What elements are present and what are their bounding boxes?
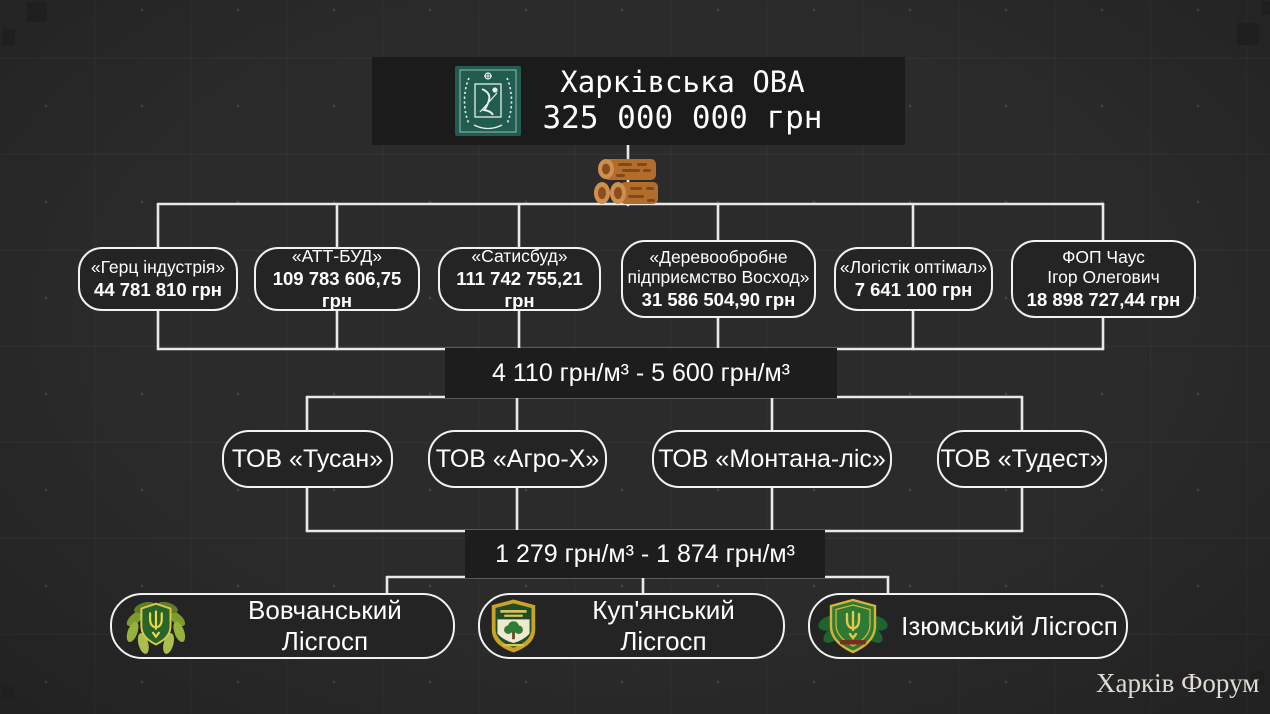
intermediary-name: ТОВ «Монтана-ліс» <box>658 444 886 473</box>
supplier-name: «Логістік оптімал» <box>839 257 988 278</box>
corner-decor-square <box>1261 1 1270 15</box>
supplier-node: «Герц індустрія» 44 781 810 грн <box>78 247 238 311</box>
supplier-node: «Логістік оптімал» 7 641 100 грн <box>834 247 993 311</box>
kharkiv-oblast-coat-of-arms-icon <box>454 66 521 136</box>
supplier-amount: 44 781 810 грн <box>94 278 222 300</box>
wood-logs-icon <box>594 159 658 204</box>
intermediary-node: ТОВ «Тудест» <box>937 430 1107 488</box>
watermark-text: Харків Форум <box>1096 668 1260 698</box>
corner-decor-square <box>1250 671 1264 685</box>
intermediary-name: ТОВ «Тудест» <box>940 444 1104 473</box>
root-org-title: Харківська ОВА <box>560 64 805 99</box>
forestry-name: Вовчанський Лісгосп <box>248 595 402 656</box>
supplier-node: «Деревообробне підприємство Восход» 31 5… <box>621 240 816 318</box>
forestry-name: Ізюмський Лісгосп <box>901 610 1118 641</box>
supplier-amount: 111 742 755,21 грн <box>456 267 583 311</box>
intermediary-node: ТОВ «Агро-Х» <box>428 430 607 488</box>
intermediary-name: ТОВ «Тусан» <box>231 444 384 473</box>
supplier-node: «АТТ-БУД» 109 783 606,75 грн <box>254 246 420 311</box>
intermediary-name: ТОВ «Агро-Х» <box>435 444 600 473</box>
izyumsky-forestry-emblem-icon <box>818 598 888 654</box>
supplier-name: «АТТ-БУД» <box>291 246 383 266</box>
kupyansky-forestry-emblem-icon <box>491 599 536 653</box>
intermediary-node: ТОВ «Тусан» <box>222 430 393 488</box>
supplier-amount: 18 898 727,44 грн <box>1026 289 1181 311</box>
corner-decor-square <box>1 687 14 700</box>
supplier-amount: 109 783 606,75 грн <box>272 267 402 311</box>
supplier-name: «Деревообробне <box>649 246 788 267</box>
supplier-node: ФОП Чаус Ігор Олегович 18 898 727,44 грн <box>1011 240 1196 318</box>
forestry-name: Куп'янський Лісгосп <box>592 595 735 656</box>
root-org-amount: 325 000 000 грн <box>542 99 823 136</box>
supplier-amount: 7 641 100 грн <box>854 278 973 300</box>
price-range-band-lower: 1 279 грн/м³ - 1 874 грн/м³ <box>465 530 825 578</box>
price-range-upper-label: 4 110 грн/м³ - 5 600 грн/м³ <box>492 358 790 387</box>
supplier-name: ФОП Чаус <box>1062 246 1145 267</box>
corner-decor-square <box>1237 23 1259 45</box>
price-range-band-upper: 4 110 грн/м³ - 5 600 грн/м³ <box>445 348 837 398</box>
vovchansky-forestry-emblem-icon <box>126 601 186 654</box>
supplier-name: «Сатисбуд» <box>471 246 568 266</box>
supplier-amount: 31 586 504,90 грн <box>641 289 796 311</box>
forestry-node: Куп'янський Лісгосп <box>478 593 785 659</box>
forestry-node: Ізюмський Лісгосп <box>808 593 1128 659</box>
price-range-lower-label: 1 279 грн/м³ - 1 874 грн/м³ <box>495 539 795 568</box>
corner-decor-square <box>27 2 47 22</box>
intermediary-node: ТОВ «Монтана-ліс» <box>652 430 892 488</box>
corner-decor-square <box>2 29 15 46</box>
supplier-node: «Сатисбуд» 111 742 755,21 грн <box>438 246 601 311</box>
supplier-name: «Герц індустрія» <box>90 257 226 278</box>
root-org-box: Харківська ОВА 325 000 000 грн <box>372 57 905 145</box>
forestry-node: Вовчанський Лісгосп <box>110 593 455 659</box>
